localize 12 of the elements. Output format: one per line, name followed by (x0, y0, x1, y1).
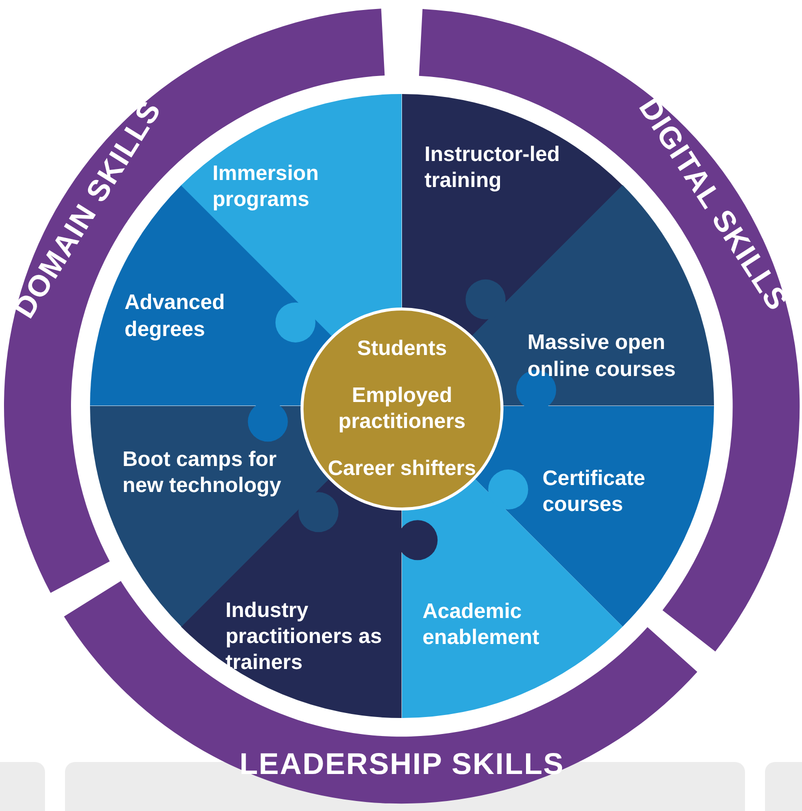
audience-label: Employed practitioners (337, 382, 467, 435)
piece-label: Academic enablement (422, 598, 540, 651)
piece-label: Advanced degrees (124, 290, 226, 343)
piece-label: Immersion programs (212, 160, 320, 213)
piece-label: Instructor-led training (424, 142, 561, 194)
piece-label: Industry practitioners as trainers (225, 598, 383, 676)
piece-label: Boot camps for new technology (122, 446, 282, 499)
piece-label: Massive open online courses (528, 330, 677, 383)
band-title: LEADERSHIP SKILLS (239, 748, 564, 781)
audience-label: Students (356, 336, 448, 362)
audience-label: Career shifters (326, 456, 478, 482)
piece-label: Certificate courses (542, 466, 646, 518)
